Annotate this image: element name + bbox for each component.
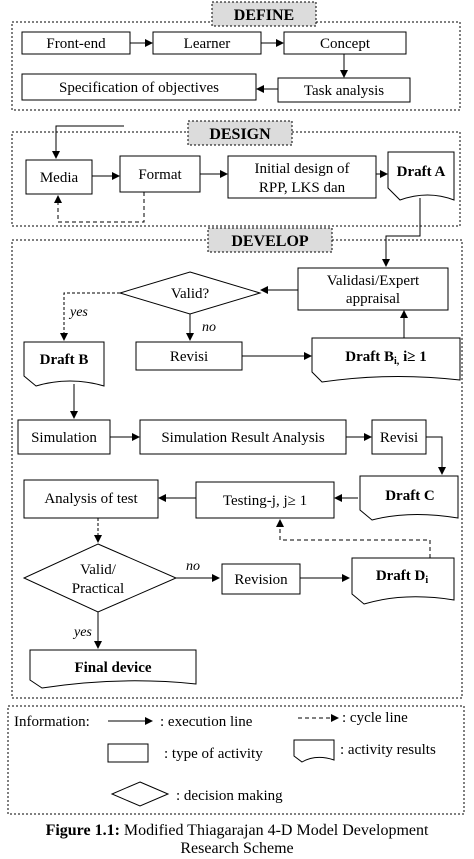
design-header: DESIGN (209, 126, 271, 143)
arrow-spec-media (52, 125, 124, 159)
simulation-label: Simulation (31, 430, 97, 446)
valid-practical-decision (22, 543, 178, 613)
revisi-label-1: Revisi (170, 349, 208, 365)
draft-c-box (359, 475, 459, 521)
arrow-revisi-draftc (426, 436, 446, 475)
sim-result-label: Simulation Result Analysis (161, 430, 325, 446)
specification-box (21, 73, 257, 101)
task-analysis-label: Task analysis (304, 83, 384, 99)
final-device-label: Final device (74, 660, 151, 676)
draft-di-sub: i (425, 575, 428, 586)
develop-header-box (207, 227, 333, 253)
learner-label: Learner (184, 36, 231, 52)
specification-label: Specification of objectives (59, 80, 219, 96)
testing-label: Testing-j, j≥ 1 (223, 493, 307, 509)
media-box (25, 159, 93, 195)
draft-bi-sub: i, (394, 356, 400, 367)
legend-execution-label: : execution line (160, 714, 253, 730)
concept-label: Concept (320, 36, 371, 52)
flowchart-diagram: DEFINE DESIGN DEVELOP Front-end Learner … (7, 1, 465, 815)
caption-label: Figure 1.1: (45, 822, 120, 839)
legend-activity-label: : type of activity (164, 746, 263, 762)
validasi-line1: Validasi/Expert (327, 273, 420, 289)
draft-di-label: Draft Di (376, 568, 429, 586)
revision-box (221, 563, 301, 595)
legend-frame (7, 705, 465, 815)
revision-label: Revision (234, 572, 288, 588)
draft-bi-main: Draft B (345, 349, 394, 365)
draft-a-box (387, 151, 455, 201)
legend-cycle-label: : cycle line (342, 710, 408, 726)
validasi-box (297, 267, 449, 311)
define-header: DEFINE (234, 7, 294, 24)
front-end-label: Front-end (46, 36, 106, 52)
draft-bi-box (311, 337, 461, 383)
legend-information: Information: (14, 714, 90, 730)
draft-di-box (351, 557, 455, 605)
draft-di-main: Draft D (376, 568, 426, 584)
final-device-box (29, 649, 197, 689)
cycle-format-media (54, 192, 145, 223)
analysis-test-box (23, 479, 159, 519)
yes-label-2: yes (72, 625, 92, 640)
draft-bi-suffix: i≥ 1 (399, 349, 426, 365)
design-header-box (187, 120, 293, 146)
yes-label-1: yes (68, 305, 88, 320)
caption-line2: Research Scheme (180, 840, 294, 857)
media-label: Media (40, 170, 79, 186)
testing-box (195, 481, 335, 519)
valid-label: Valid? (171, 286, 210, 302)
sim-result-box (139, 419, 347, 455)
legend-decision-label: : decision making (176, 788, 283, 804)
draft-a-label: Draft A (397, 164, 446, 180)
simulation-box (17, 419, 111, 455)
valid-practical-line2: Practical (72, 581, 124, 597)
draft-b-label: Draft B (40, 352, 89, 368)
revisi-box-1 (135, 341, 243, 371)
validasi-line2: appraisal (346, 291, 400, 307)
no-label-1: no (202, 320, 216, 335)
revisi-box-2 (371, 419, 427, 455)
revisi-label-2: Revisi (380, 430, 418, 446)
draft-b-box (23, 341, 105, 387)
initial-design-line2: RPP, LKS dan (259, 180, 346, 196)
develop-header: DEVELOP (231, 233, 309, 250)
no-label-2: no (186, 559, 200, 574)
initial-design-box (227, 155, 377, 199)
cycle-draftdi-testing (276, 519, 431, 558)
caption-text: Modified Thiagarajan 4-D Model Developme… (119, 822, 429, 839)
initial-design-line1: Initial design of (255, 161, 350, 177)
task-analysis-box (277, 77, 411, 103)
legend-results-shape (293, 739, 335, 763)
concept-box (283, 31, 407, 55)
format-label: Format (138, 167, 182, 183)
define-header-box (211, 1, 317, 27)
arrow-valid-yes (60, 292, 120, 341)
figure-caption: Figure 1.1: Modified Thiagarajan 4-D Mod… (0, 822, 474, 858)
legend-activity-box (107, 743, 149, 763)
analysis-test-label: Analysis of test (44, 491, 138, 507)
valid-practical-line1: Valid/ (80, 562, 117, 578)
draft-c-label: Draft C (385, 488, 435, 504)
legend-results-label: : activity results (340, 742, 436, 758)
arrow-drafta-validasi (382, 198, 421, 267)
legend-decision-shape (110, 781, 170, 807)
draft-bi-label: Draft Bi, i≥ 1 (345, 349, 426, 367)
